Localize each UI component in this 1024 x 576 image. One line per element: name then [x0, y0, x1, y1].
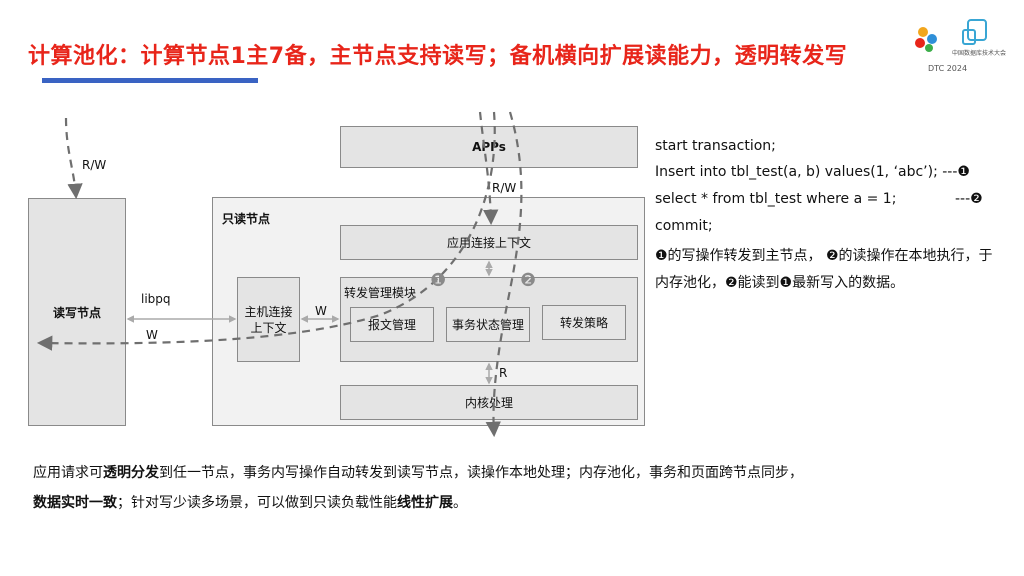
host-connection-context: 主机连接 上下文 — [237, 277, 300, 362]
rw-outer-label: R/W — [82, 158, 107, 172]
code-note-1: ❶的写操作转发到主节点， ❷的读操作在本地执行，于 — [655, 248, 993, 264]
message-management-label: 报文管理 — [367, 318, 416, 332]
description-text: ；针对写少读多场景，可以做到只读负载性能 — [117, 495, 397, 511]
w-mid-label: W — [315, 304, 327, 318]
code-line-1: start transaction; — [655, 138, 776, 154]
forward-module-label: 转发管理模块 — [344, 286, 417, 300]
apps-box: APPs — [340, 126, 638, 168]
app-connection-context: 应用连接上下文 — [340, 225, 638, 260]
page-title: 计算池化：计算节点1主7备，主节点支持读写；备机横向扩展读能力，透明转发写 — [28, 44, 848, 69]
w-left-label: W — [146, 328, 158, 342]
title-underline — [42, 78, 258, 83]
host-connection-context-label: 主机连接 上下文 — [244, 304, 293, 335]
code-note-2: 内存池化，❷能读到❶最新写入的数据。 — [655, 275, 905, 291]
forward-policy-box: 转发策略 — [542, 305, 626, 340]
description-emphasis: 数据实时一致 — [33, 495, 117, 511]
write-path — [36, 111, 496, 351]
description-line-1: 应用请求可透明分发到任一节点，事务内写操作自动转发到读写节点，读操作本地处理；内… — [33, 462, 803, 482]
message-management-box: 报文管理 — [350, 307, 434, 342]
transaction-state-box: 事务状态管理 — [446, 307, 530, 342]
read-write-node: 读写节点 — [28, 198, 126, 426]
conference-logo — [915, 19, 987, 52]
code-line-4: commit; — [655, 218, 713, 234]
marker-1: ❶ — [430, 270, 447, 291]
apps-label: APPs — [472, 140, 506, 154]
transaction-state-label: 事务状态管理 — [451, 318, 524, 332]
marker-2: ❷ — [520, 270, 537, 291]
rw-inner-label: R/W — [492, 181, 517, 195]
description-emphasis: 透明分发 — [103, 465, 159, 481]
logo-year: DTC 2024 — [928, 64, 968, 73]
forward-policy-label: 转发策略 — [559, 316, 608, 330]
libpq-label: libpq — [141, 292, 171, 306]
logo-text: 中国数据库技术大会 — [952, 50, 1007, 57]
rw-outer-arrow — [64, 117, 83, 200]
description-text: 到任一节点，事务内写操作自动转发到读写节点，读操作本地处理；内存池化，事务和页面… — [159, 465, 803, 481]
description-emphasis: 线性扩展 — [397, 495, 453, 511]
read-write-node-label: 读写节点 — [52, 305, 101, 320]
readonly-node-label: 只读节点 — [222, 212, 271, 226]
code-line-2: Insert into tbl_test(a, b) values(1, ‘ab… — [655, 164, 970, 180]
kernel-processing: 内核处理 — [340, 385, 638, 420]
kernel-processing-label: 内核处理 — [464, 396, 513, 410]
read-path — [485, 111, 523, 438]
description-line-2: 数据实时一致；针对写少读多场景，可以做到只读负载性能线性扩展。 — [33, 492, 467, 512]
description-text: 应用请求可 — [33, 465, 103, 481]
code-line-3-marker: ---❷ — [955, 191, 983, 207]
description-text: 。 — [453, 495, 467, 511]
r-label: R — [499, 366, 508, 380]
rw-inner-arrow — [478, 111, 499, 226]
code-line-3: select * from tbl_test where a = 1; — [655, 191, 897, 207]
